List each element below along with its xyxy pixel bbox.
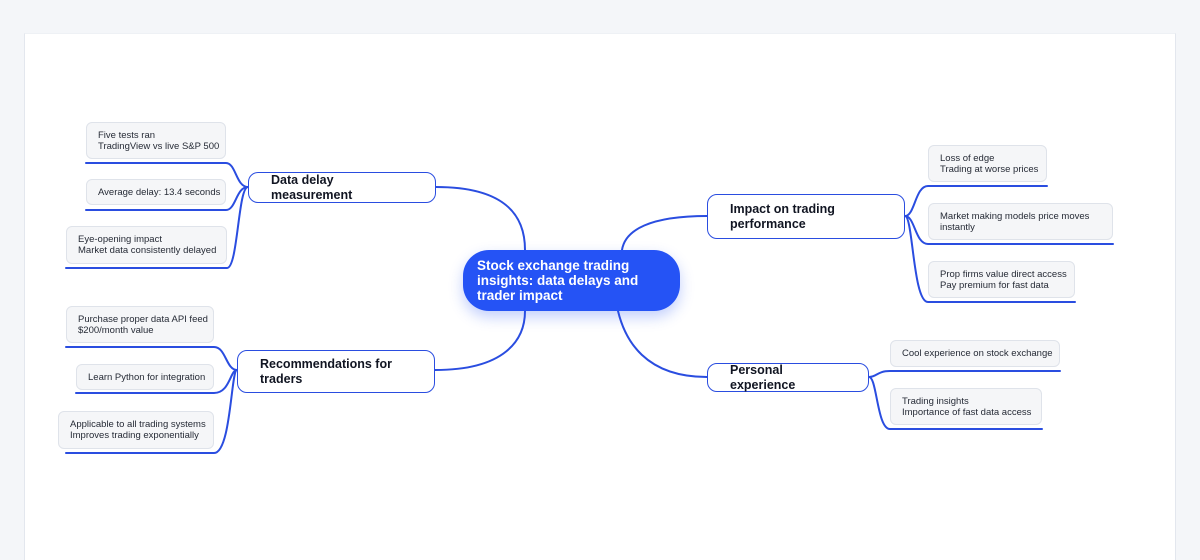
leaf-line: Learn Python for integration (88, 371, 206, 383)
leaf-line: Five tests ran (98, 129, 156, 141)
connector-leaf-i2 (904, 215, 1114, 245)
leaf-eye-opening[interactable]: Eye-opening impact Market data consisten… (66, 226, 227, 264)
leaf-line: $200/month value (78, 324, 154, 336)
leaf-learn-python[interactable]: Learn Python for integration (76, 364, 214, 390)
leaf-line: Market making models price moves (940, 210, 1090, 222)
leaf-line: Eye-opening impact (78, 234, 162, 245)
leaf-line: Prop firms value direct access (940, 268, 1067, 280)
leaf-prop-firms[interactable]: Prop firms value direct access Pay premi… (928, 261, 1075, 298)
branch-label: Data delay measurement (271, 172, 353, 202)
branch-personal[interactable]: Personal experience (707, 363, 869, 392)
leaf-line: Trading insights (902, 395, 969, 407)
branch-label: Impact on trading performance (730, 201, 835, 231)
connector-leaf-i3 (904, 215, 1076, 303)
leaf-five-tests[interactable]: Five tests ran TradingView vs live S&P 5… (86, 122, 226, 159)
root-topic-label: Stock exchange trading insights: data de… (477, 258, 639, 303)
leaf-average-delay[interactable]: Average delay: 13.4 seconds (86, 179, 226, 205)
connector-leaf-r1 (65, 346, 238, 371)
root-topic[interactable]: Stock exchange trading insights: data de… (463, 250, 680, 311)
leaf-line: Loss of edge (940, 152, 995, 164)
leaf-line: Cool experience on stock exchange (902, 348, 1053, 359)
leaf-line: Improves trading exponentially (70, 430, 199, 441)
leaf-line: Applicable to all trading systems (70, 419, 206, 430)
leaf-applicable-all[interactable]: Applicable to all trading systems Improv… (58, 411, 214, 449)
connector-root-recommendations (434, 310, 526, 371)
leaf-line: TradingView vs live S&P 500 (98, 140, 220, 152)
branch-label: Recommendations for traders (260, 356, 392, 386)
branch-data-delay[interactable]: Data delay measurement (248, 172, 436, 203)
branch-label: Personal experience (730, 362, 796, 392)
leaf-line: Average delay: 13.4 seconds (98, 186, 221, 198)
leaf-line: Trading at worse prices (940, 163, 1039, 175)
connector-leaf-d1 (85, 162, 249, 188)
connector-leaf-p1 (868, 370, 1061, 378)
connector-leaf-d2 (85, 186, 249, 211)
connector-leaf-r3 (65, 369, 238, 454)
leaf-line: Pay premium for fast data (940, 279, 1049, 291)
leaf-purchase-api[interactable]: Purchase proper data API feed $200/month… (66, 306, 214, 343)
connector-leaf-p2 (868, 376, 1043, 430)
connector-leaf-d3 (65, 186, 249, 269)
leaf-loss-of-edge[interactable]: Loss of edge Trading at worse prices (928, 145, 1047, 182)
leaf-line: Market data consistently delayed (78, 245, 217, 256)
leaf-line: Importance of fast data access (902, 406, 1032, 418)
branch-recommendations[interactable]: Recommendations for traders (237, 350, 435, 393)
connector-root-personal (617, 310, 708, 378)
leaf-cool-experience[interactable]: Cool experience on stock exchange (890, 340, 1060, 367)
connector-root-data-delay (435, 186, 526, 251)
leaf-line: instantly (940, 221, 975, 233)
leaf-market-making[interactable]: Market making models price moves instant… (928, 203, 1113, 240)
connector-root-impact (621, 215, 708, 251)
connector-leaf-i1 (904, 185, 1048, 217)
leaf-line: Purchase proper data API feed (78, 313, 208, 325)
branch-impact[interactable]: Impact on trading performance (707, 194, 905, 239)
leaf-trading-insights[interactable]: Trading insights Importance of fast data… (890, 388, 1042, 425)
